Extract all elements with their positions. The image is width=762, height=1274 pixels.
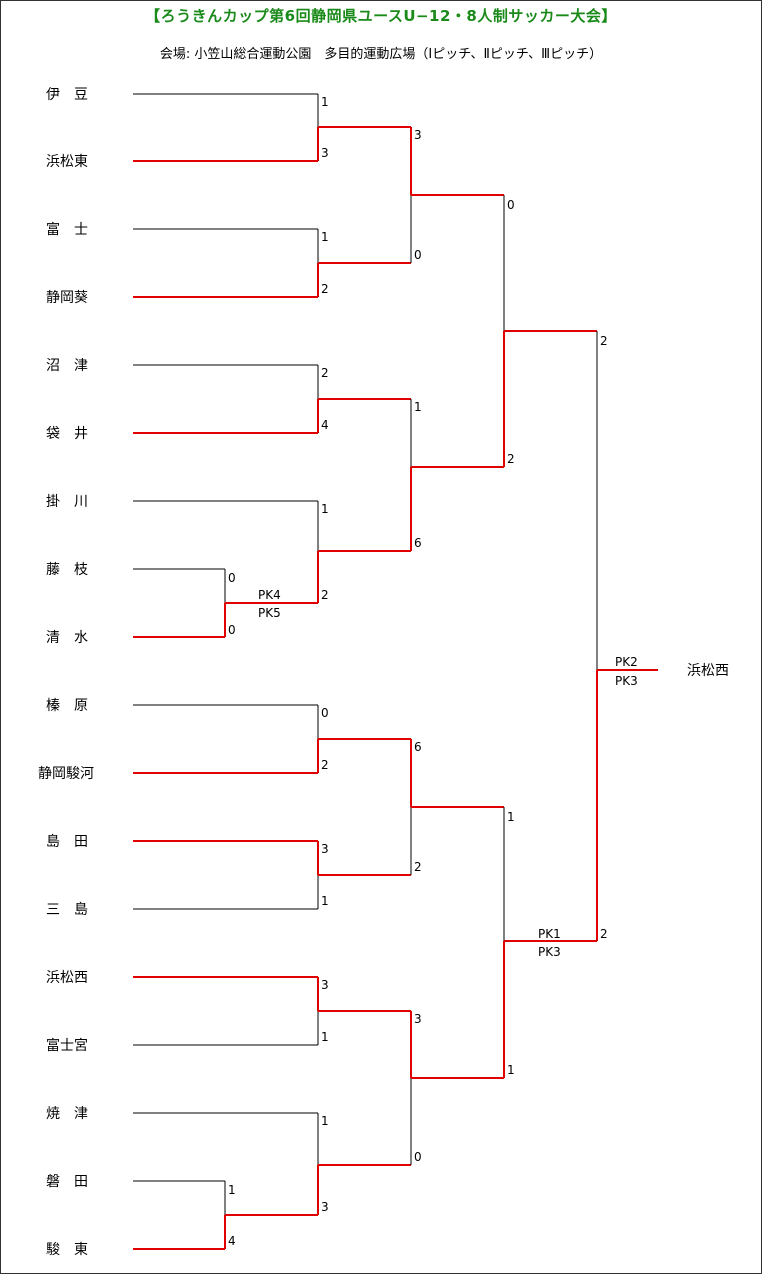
team-name: 藤 枝 [46, 562, 88, 578]
team-name: 静岡葵 [46, 290, 88, 306]
score: 0 [321, 706, 329, 720]
team-name: 焼 津 [46, 1106, 88, 1122]
score: 0 [228, 623, 236, 637]
score: 2 [321, 588, 329, 602]
score: 0 [414, 248, 422, 262]
team-name: 駿 東 [46, 1242, 88, 1258]
score: 2 [600, 927, 608, 941]
pk-score: PK2 [615, 655, 638, 669]
score: 1 [228, 1183, 236, 1197]
pk-score: PK3 [615, 674, 638, 688]
pk-score: PK3 [538, 945, 561, 959]
score: 2 [507, 452, 515, 466]
score: 2 [414, 860, 422, 874]
pk-score: PK1 [538, 927, 561, 941]
score: 3 [414, 1012, 422, 1026]
venue-text: 会場: 小笠山総合運動公園 多目的運動広場（Ⅰピッチ、Ⅱピッチ、Ⅲピッチ） [159, 47, 603, 62]
team-name: 浜松西 [46, 970, 88, 986]
team-name: 掛 川 [46, 494, 88, 510]
score: 2 [600, 334, 608, 348]
team-name: 静岡駿河 [38, 766, 94, 782]
score: 1 [321, 95, 329, 109]
pk-score: PK4 [258, 588, 281, 602]
score: 3 [321, 146, 329, 160]
team-name: 沼 津 [46, 358, 88, 374]
score: 2 [321, 758, 329, 772]
team-name: 富士宮 [46, 1037, 88, 1054]
team-name: 島 田 [46, 834, 88, 850]
score: 3 [321, 842, 329, 856]
score: 1 [507, 810, 515, 824]
score: 0 [414, 1150, 422, 1164]
team-name: 袋 井 [46, 426, 88, 442]
score: 1 [321, 502, 329, 516]
pk-score: PK5 [258, 606, 281, 620]
score: 1 [321, 894, 329, 908]
score: 0 [507, 198, 515, 212]
score: 3 [321, 978, 329, 992]
score: 6 [414, 740, 422, 754]
score: 1 [321, 1114, 329, 1128]
champion-name: 浜松西 [687, 663, 729, 679]
score: 1 [321, 1030, 329, 1044]
team-name: 磐 田 [46, 1174, 88, 1190]
score: 2 [321, 282, 329, 296]
page-title: 【ろうきんカップ第6回静岡県ユースU−12・8人制サッカー大会】 [145, 7, 617, 25]
team-name: 榛 原 [46, 697, 88, 714]
team-name: 清 水 [46, 630, 88, 646]
score: 4 [321, 418, 329, 432]
score: 1 [507, 1063, 515, 1077]
team-name: 浜松東 [46, 154, 88, 170]
score: 4 [228, 1234, 236, 1248]
score: 1 [321, 230, 329, 244]
score: 2 [321, 366, 329, 380]
score: 1 [414, 400, 422, 414]
team-name: 伊 豆 [46, 87, 88, 103]
team-name: 三 島 [46, 902, 88, 918]
score: 6 [414, 536, 422, 550]
score: 0 [228, 571, 236, 585]
score: 3 [321, 1200, 329, 1214]
score: 3 [414, 128, 422, 142]
team-name: 富 士 [46, 221, 88, 238]
